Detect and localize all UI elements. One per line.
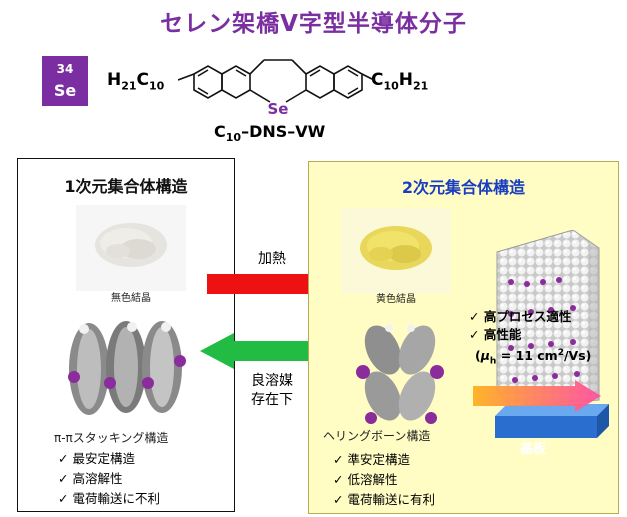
heating-label: 加熱 <box>258 251 286 267</box>
selenium-element-box: 34 Se <box>42 56 88 106</box>
colorless-crystal-photo <box>76 205 186 291</box>
herringbone-label: ヘリングボーン構造 <box>323 429 431 443</box>
property-item: ✓ 最安定構造 <box>58 451 135 466</box>
right-panel-2d-structure: 2次元集合体構造 黄色結晶 ヘリングボーン構造 ✓ 準安定構造 ✓ 低溶解性 ✓… <box>308 161 619 514</box>
property-item: ✓ 準安定構造 <box>333 452 410 467</box>
property-item: ✓ 電荷輸送に不利 <box>58 491 160 506</box>
pi-pi-stacking-label: π-πスタッキング構造 <box>54 431 169 445</box>
left-panel-title: 1次元集合体構造 <box>64 177 188 196</box>
property-item: ✓ 電荷輸送に有利 <box>333 492 435 507</box>
colorless-crystal-caption: 無色結晶 <box>111 293 151 304</box>
compound-name: C10–DNS–VW <box>214 122 326 145</box>
property-item: ✓ 低溶解性 <box>333 472 398 487</box>
right-alkyl-group: C10H21 <box>371 70 429 93</box>
dns-molecule-structure: Se <box>178 59 375 118</box>
right-panel-properties: ✓ 準安定構造 ✓ 低溶解性 ✓ 電荷輸送に有利 <box>333 450 435 510</box>
left-panel-1d-structure: 1次元集合体構造 無色結晶 π-πスタッキング構造 ✓ 最安定構造 ✓ 高 <box>17 158 235 512</box>
thin-film-crystal-model <box>495 230 609 438</box>
substrate-label: 基板 <box>519 442 546 457</box>
device-properties: ✓ 高プロセス適性 ✓ 高性能 (μh = 11 cm2/Vs) <box>469 308 591 371</box>
se-bridge-label: Se <box>268 100 289 118</box>
herringbone-model <box>356 324 444 424</box>
high-processability-check: ✓ 高プロセス適性 <box>469 309 572 324</box>
high-performance-check: ✓ 高性能 <box>469 327 522 342</box>
page-title: セレン架橋V字型半導体分子 <box>160 11 467 37</box>
right-panel-title: 2次元集合体構造 <box>401 178 526 197</box>
left-panel-properties: ✓ 最安定構造 ✓ 高溶解性 ✓ 電荷輸送に不利 <box>58 449 160 509</box>
hole-mobility-value: (μh = 11 cm2/Vs) <box>475 348 592 367</box>
pi-pi-stacking-model <box>68 321 186 415</box>
yellow-crystal-caption: 黄色結晶 <box>376 294 416 305</box>
solvent-arrow <box>200 333 338 369</box>
yellow-crystal-photo <box>341 208 451 294</box>
solvent-condition-label: 良溶媒 存在下 <box>251 373 293 408</box>
charge-transport-arrow <box>473 380 601 412</box>
property-item: ✓ 高溶解性 <box>58 471 123 486</box>
element-symbol: Se <box>53 81 77 100</box>
atomic-number: 34 <box>56 62 74 76</box>
left-alkyl-group: H21C10 <box>107 70 165 93</box>
